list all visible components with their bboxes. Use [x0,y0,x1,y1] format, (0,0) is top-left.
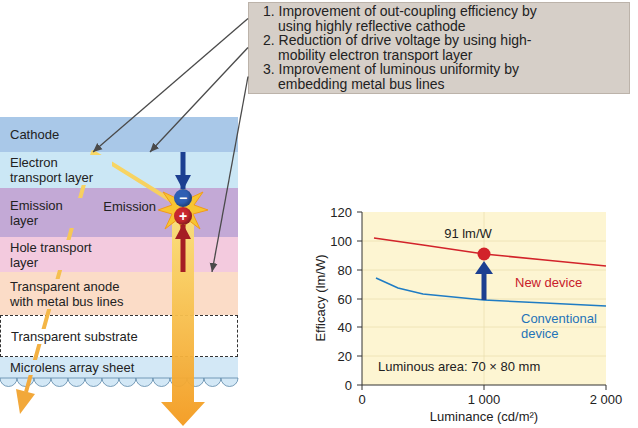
layer-name: Transparent anode with metal bus lines [8,279,147,309]
layer-name: Electron transport layer [8,155,112,185]
axis-tick: 2 000 [590,392,623,407]
microlens [119,378,136,387]
axis-title: Luminance (cd/m²) [430,409,538,424]
hole-transport-layer: Hole transport layer [0,237,238,272]
layer-name: Microlens array sheet [8,360,136,375]
hole-symbol: + [174,207,192,225]
callout-item: 1. Improvement of out-coupling efficienc… [263,4,569,33]
grid [362,212,606,385]
emission-star [158,184,208,233]
cathode-layer: Cathode [0,117,238,152]
leader-arrow [150,48,248,153]
microlens [204,378,221,387]
microlens [136,378,153,387]
series-label: New device [515,275,582,290]
callout-box: 1. Improvement of out-coupling efficienc… [248,2,630,94]
axis-tick: 60 [338,292,352,307]
axis-tick: 1 000 [468,392,501,407]
data-point [478,248,491,261]
axis-tick: 120 [330,205,352,220]
axis-tick: 100 [330,234,352,249]
callout-item: 2. Reduction of drive voltage by using h… [263,33,569,62]
axes [357,212,606,390]
leader-arrow [93,19,248,153]
layer-name: Cathode [8,127,61,142]
microlens [85,378,102,387]
electron-transport-layer: Electron transport layer [0,152,238,188]
emitted-light-arrow [161,214,205,426]
data-label: 91 lm/W [444,226,492,241]
microlens [153,378,170,387]
microlens [102,378,119,387]
microlens [0,378,17,387]
microlens-bumps [0,378,238,387]
charge-sign: − [179,191,187,205]
microlens [34,378,51,387]
improvement-arrow [482,272,487,300]
leader-arrow [212,77,248,273]
improvement-arrow-head [475,261,493,274]
axis-tick: 0 [358,392,365,407]
emission-label: Emission [101,199,158,214]
plot-area [362,212,606,385]
microlens [170,378,187,387]
series-label: Conventional device [521,311,607,341]
reflected-ray [26,152,183,392]
transparent-anode: Transparent anode with metal bus lines [0,272,238,315]
axis-tick: 0 [345,378,352,393]
efficacy-chart [357,212,606,390]
charge-sign: + [179,209,187,223]
chart-note: Luminous area: 70 × 80 mm [378,359,540,374]
microlens [221,378,238,387]
microlens [51,378,68,387]
transparent-substrate: Transparent substrate [0,315,238,357]
microlens [68,378,85,387]
layer-name: Emission layer [8,198,82,228]
axis-tick: 80 [338,263,352,278]
microlens [17,378,34,387]
microlens-sheet: Microlens array sheet [0,357,238,378]
carrier-arrow [181,225,186,272]
new-device-curve [374,238,606,266]
layer-name: Transparent substrate [9,329,140,344]
carrier-arrow [181,152,186,189]
axis-title: Efficacy (lm/W) [313,254,328,341]
ray-head [16,389,35,414]
layer-name: Hole transport layer [8,240,112,270]
callout-item: 3. Improvement of luminous uniformity by… [263,62,569,91]
axis-tick: 40 [338,320,352,335]
microlens [187,378,204,387]
axis-tick: 20 [338,349,352,364]
electron-symbol: − [174,189,192,207]
